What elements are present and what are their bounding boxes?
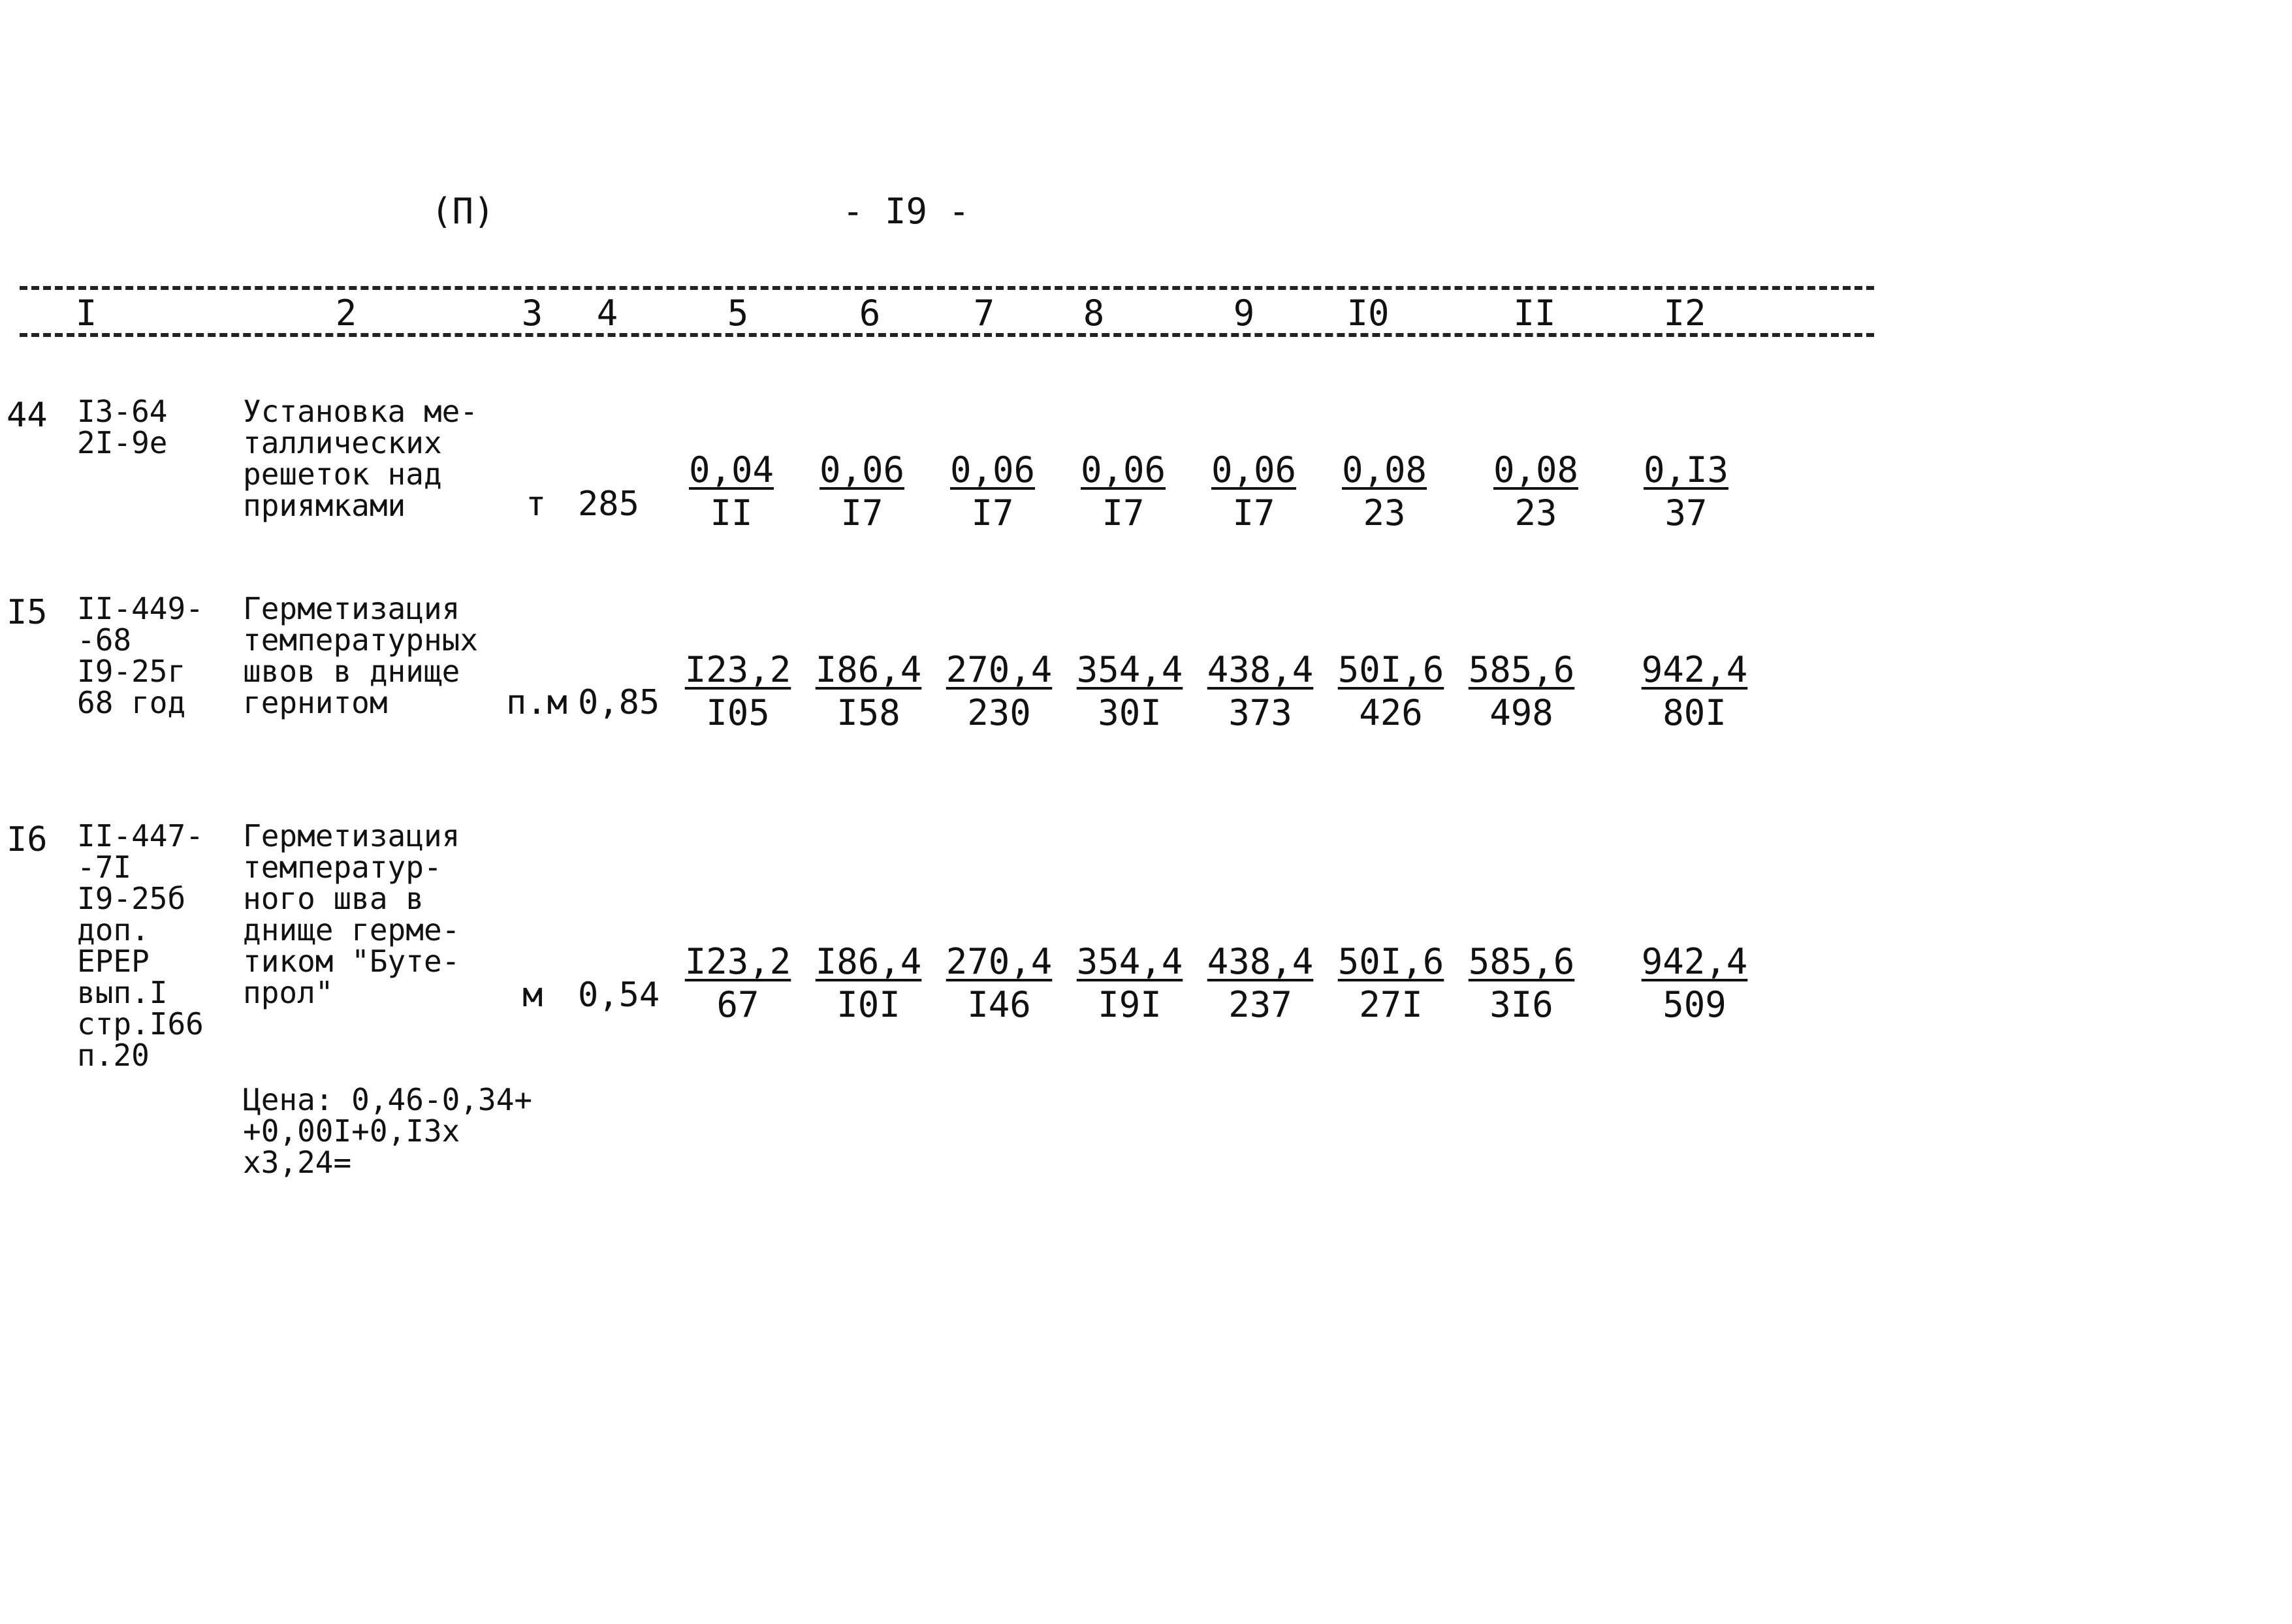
row-number: I5 bbox=[7, 593, 48, 632]
column-header-5: 5 bbox=[727, 293, 749, 334]
column-header-1: I bbox=[75, 293, 97, 334]
row-quantity: 285 bbox=[578, 485, 639, 524]
header-rule-top bbox=[20, 286, 1874, 290]
row-description: Установка ме- таллических решеток над пр… bbox=[243, 394, 479, 523]
column-header-7: 7 bbox=[973, 293, 995, 334]
row-description: Герметизация температурных швов в днище … bbox=[243, 591, 479, 720]
row-code: I3-64 2I-9е bbox=[77, 394, 168, 460]
row-description: Герметизация температур- ного шва в днищ… bbox=[243, 818, 460, 1010]
column-header-4: 4 bbox=[596, 293, 618, 334]
price-note: Цена: 0,46-0,34+ +0,00I+0,I3х х3,24= bbox=[243, 1082, 533, 1180]
row-number: I6 bbox=[7, 820, 48, 859]
row-code: II-447- -7I I9-25б доп. ЕРЕР вып.I стр.I… bbox=[77, 818, 204, 1073]
column-header-11: II bbox=[1513, 293, 1556, 334]
column-header-3: 3 bbox=[521, 293, 543, 334]
column-header-2: 2 bbox=[335, 293, 357, 334]
column-header-6: 6 bbox=[859, 293, 881, 334]
column-header-12: I2 bbox=[1663, 293, 1706, 334]
section-label: (П) bbox=[431, 191, 495, 232]
column-header-10: I0 bbox=[1346, 293, 1390, 334]
column-header-8: 8 bbox=[1083, 293, 1105, 334]
page-number: - I9 - bbox=[842, 191, 970, 232]
row-unit: т bbox=[526, 485, 547, 524]
row-unit: п.м bbox=[506, 683, 567, 722]
row-unit: м bbox=[522, 976, 543, 1015]
column-header-9: 9 bbox=[1233, 293, 1255, 334]
row-code: II-449- -68 I9-25г 68 год bbox=[77, 591, 204, 720]
row-quantity: 0,85 bbox=[578, 683, 660, 722]
row-number: 44 bbox=[7, 396, 48, 435]
row-quantity: 0,54 bbox=[578, 976, 660, 1015]
header-rule-bottom bbox=[20, 333, 1874, 337]
